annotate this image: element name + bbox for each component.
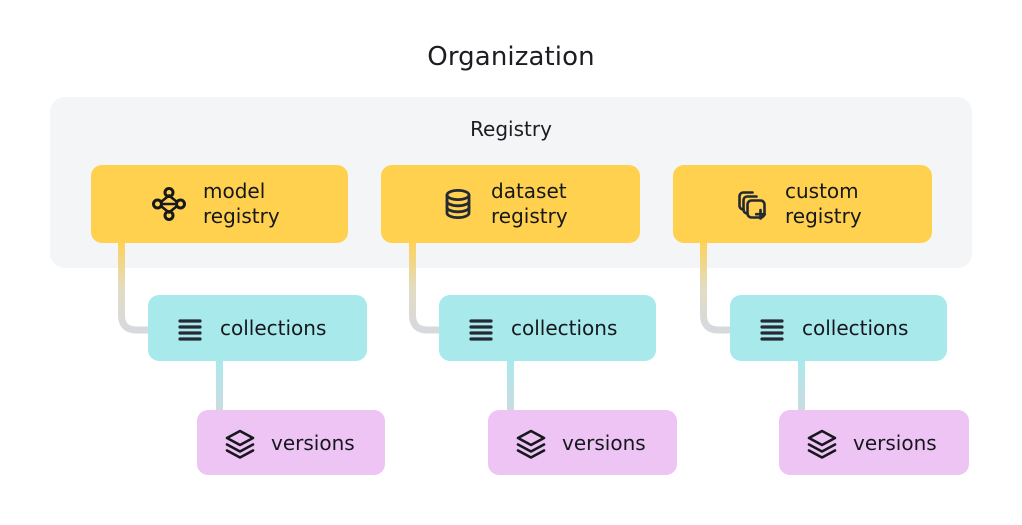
list-lines-icon bbox=[465, 312, 497, 344]
versions-card-dataset[interactable]: versions bbox=[488, 410, 677, 475]
registry-panel-label: Registry bbox=[470, 117, 552, 141]
collections-card-label: collections bbox=[220, 316, 327, 340]
layers-stack-icon bbox=[514, 426, 548, 460]
list-lines-icon bbox=[174, 312, 206, 344]
layers-stack-icon bbox=[805, 426, 839, 460]
list-lines-icon bbox=[756, 312, 788, 344]
stacked-squares-plus-icon bbox=[731, 184, 771, 224]
layers-stack-icon bbox=[223, 426, 257, 460]
registry-card-dataset[interactable]: dataset registry bbox=[381, 165, 640, 243]
versions-card-label: versions bbox=[853, 430, 937, 455]
registry-card-label: model registry bbox=[203, 179, 280, 228]
database-cylinder-icon bbox=[439, 184, 477, 224]
page-title: Organization bbox=[427, 42, 595, 72]
registry-card-label: dataset registry bbox=[491, 179, 568, 228]
registry-card-custom[interactable]: custom registry bbox=[673, 165, 932, 243]
collections-card-dataset[interactable]: collections bbox=[439, 295, 656, 361]
collections-card-custom[interactable]: collections bbox=[730, 295, 947, 361]
collections-card-label: collections bbox=[511, 316, 618, 340]
versions-card-label: versions bbox=[271, 430, 355, 455]
node-graph-icon bbox=[149, 184, 189, 224]
registry-card-label: custom registry bbox=[785, 179, 862, 228]
registry-card-model[interactable]: model registry bbox=[91, 165, 348, 243]
versions-card-model[interactable]: versions bbox=[197, 410, 385, 475]
versions-card-label: versions bbox=[562, 430, 646, 455]
collections-card-model[interactable]: collections bbox=[148, 295, 367, 361]
versions-card-custom[interactable]: versions bbox=[779, 410, 969, 475]
collections-card-label: collections bbox=[802, 316, 909, 340]
